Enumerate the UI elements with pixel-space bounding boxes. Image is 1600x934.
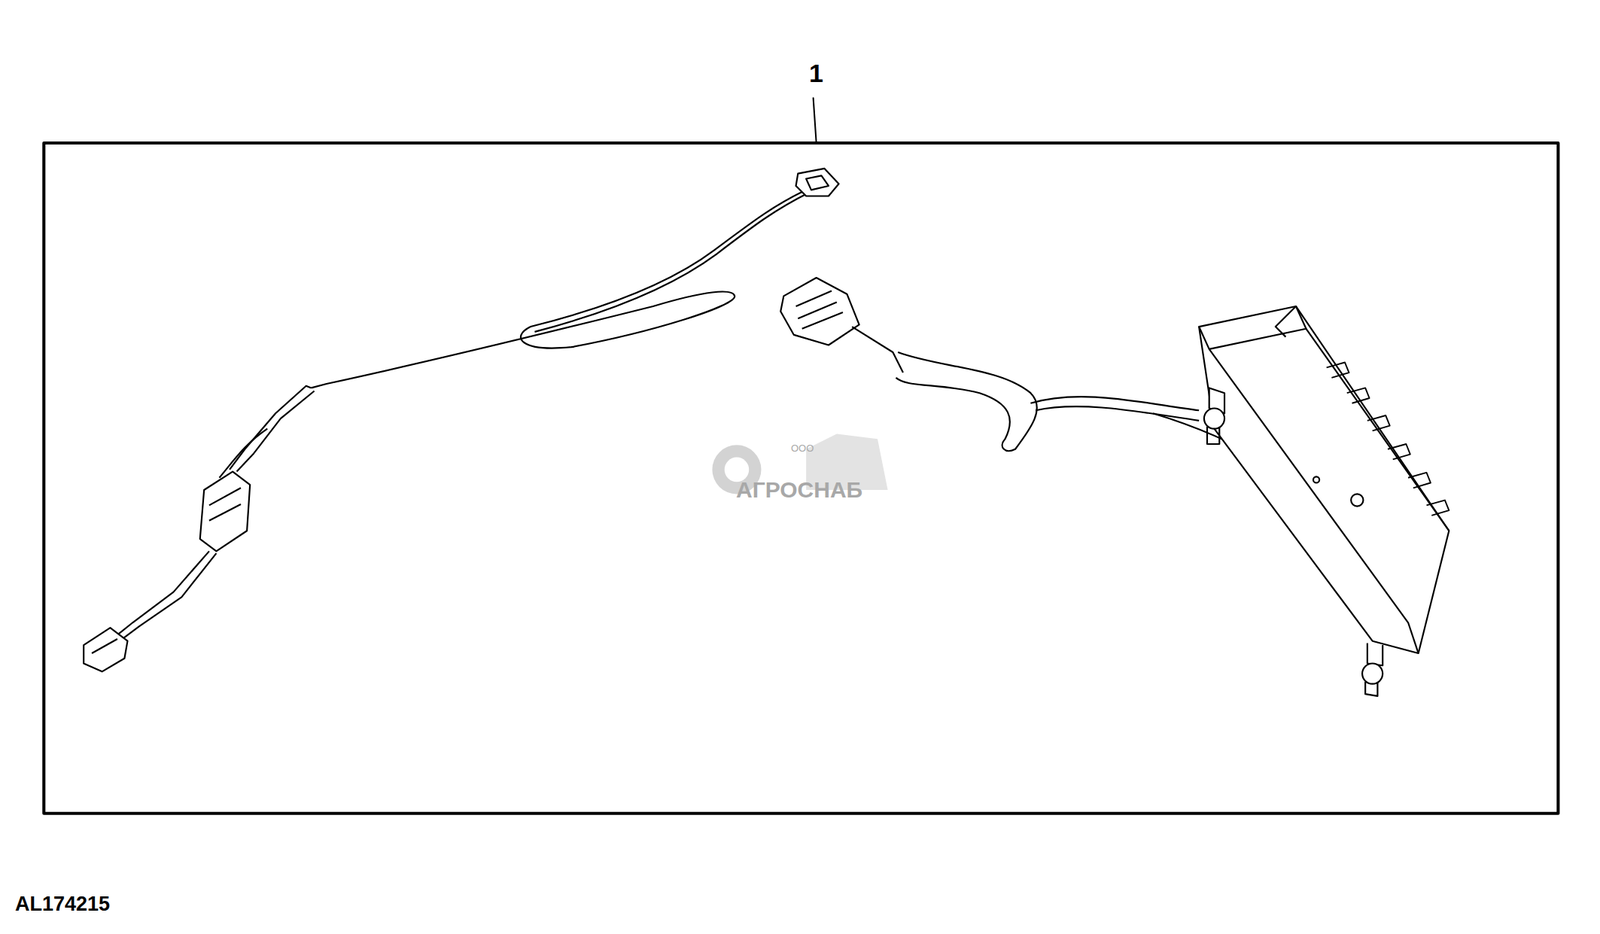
lamp-assembly (780, 277, 1449, 697)
leader-line (813, 97, 817, 143)
watermark-text: АГРОСНАБ (736, 477, 863, 503)
wire-harness (83, 168, 839, 672)
callout-number: 1 (809, 58, 824, 89)
frame (43, 142, 1558, 814)
figure-id: AL174215 (15, 892, 110, 916)
watermark-text: ООО (790, 442, 814, 454)
